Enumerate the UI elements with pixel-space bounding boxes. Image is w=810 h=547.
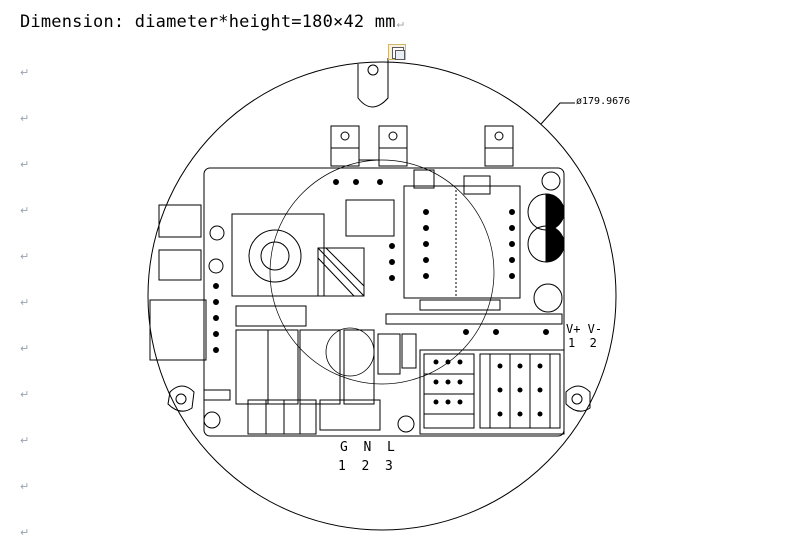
left-mount-ear [167, 385, 195, 412]
dimension-text: Dimension: diameter*height=180×42 mm [20, 12, 396, 32]
bottom-terminal-block [247, 399, 317, 435]
paragraph-mark: ↵ [20, 112, 30, 125]
paste-options-icon[interactable] [388, 44, 406, 60]
paragraph-mark: ↵ [20, 388, 30, 401]
document-title: Dimension: diameter*height=180×42 mm↵ [20, 12, 404, 32]
inner-circle [269, 159, 495, 385]
capacitor-3 [533, 283, 563, 313]
bottom-terminal-numbers: 1 2 3 [338, 459, 393, 474]
relay-block-right [343, 329, 375, 405]
paragraph-mark: ↵ [20, 204, 30, 217]
diameter-leader [540, 102, 575, 125]
pcb-outline [203, 167, 565, 437]
top-notch [357, 58, 389, 108]
relay-block-mid [299, 329, 341, 405]
paragraph-mark: ↵ [20, 296, 30, 309]
paragraph-mark: ↵ [20, 158, 30, 171]
relay-1 [345, 199, 395, 237]
right-mount-ear [565, 385, 591, 412]
paragraph-mark: ↵ [20, 250, 30, 263]
relay-block-left [235, 329, 299, 405]
paragraph-mark: ↵ [396, 16, 405, 30]
paragraph-mark: ↵ [20, 526, 30, 539]
bottom-terminal-letters: G N L [340, 440, 395, 455]
top-transistor-1 [330, 125, 360, 167]
top-transistor-3 [484, 125, 514, 167]
top-transistor-2 [378, 125, 408, 167]
transformer [231, 213, 325, 297]
connector-grid [419, 349, 565, 435]
paragraph-mark: ↵ [20, 66, 30, 79]
right-terminal-numbers: 1 2 [568, 336, 597, 350]
left-mount-hole [175, 393, 187, 405]
right-mount-hole [571, 393, 583, 405]
top-mount-hole [367, 64, 379, 76]
component-dots [213, 179, 549, 417]
outer-board-circle [147, 61, 617, 531]
left-terminal-block [149, 299, 207, 361]
control-module [403, 185, 521, 299]
diameter-label: ø179.9676 [576, 96, 630, 107]
paragraph-mark: ↵ [20, 480, 30, 493]
paragraph-mark: ↵ [20, 342, 30, 355]
right-terminal-letters: V+ V- [566, 322, 602, 336]
left-connector-block [158, 204, 202, 238]
hatched-capacitor-1 [317, 247, 365, 297]
paragraph-mark: ↵ [20, 434, 30, 447]
left-switch-block [158, 249, 202, 281]
